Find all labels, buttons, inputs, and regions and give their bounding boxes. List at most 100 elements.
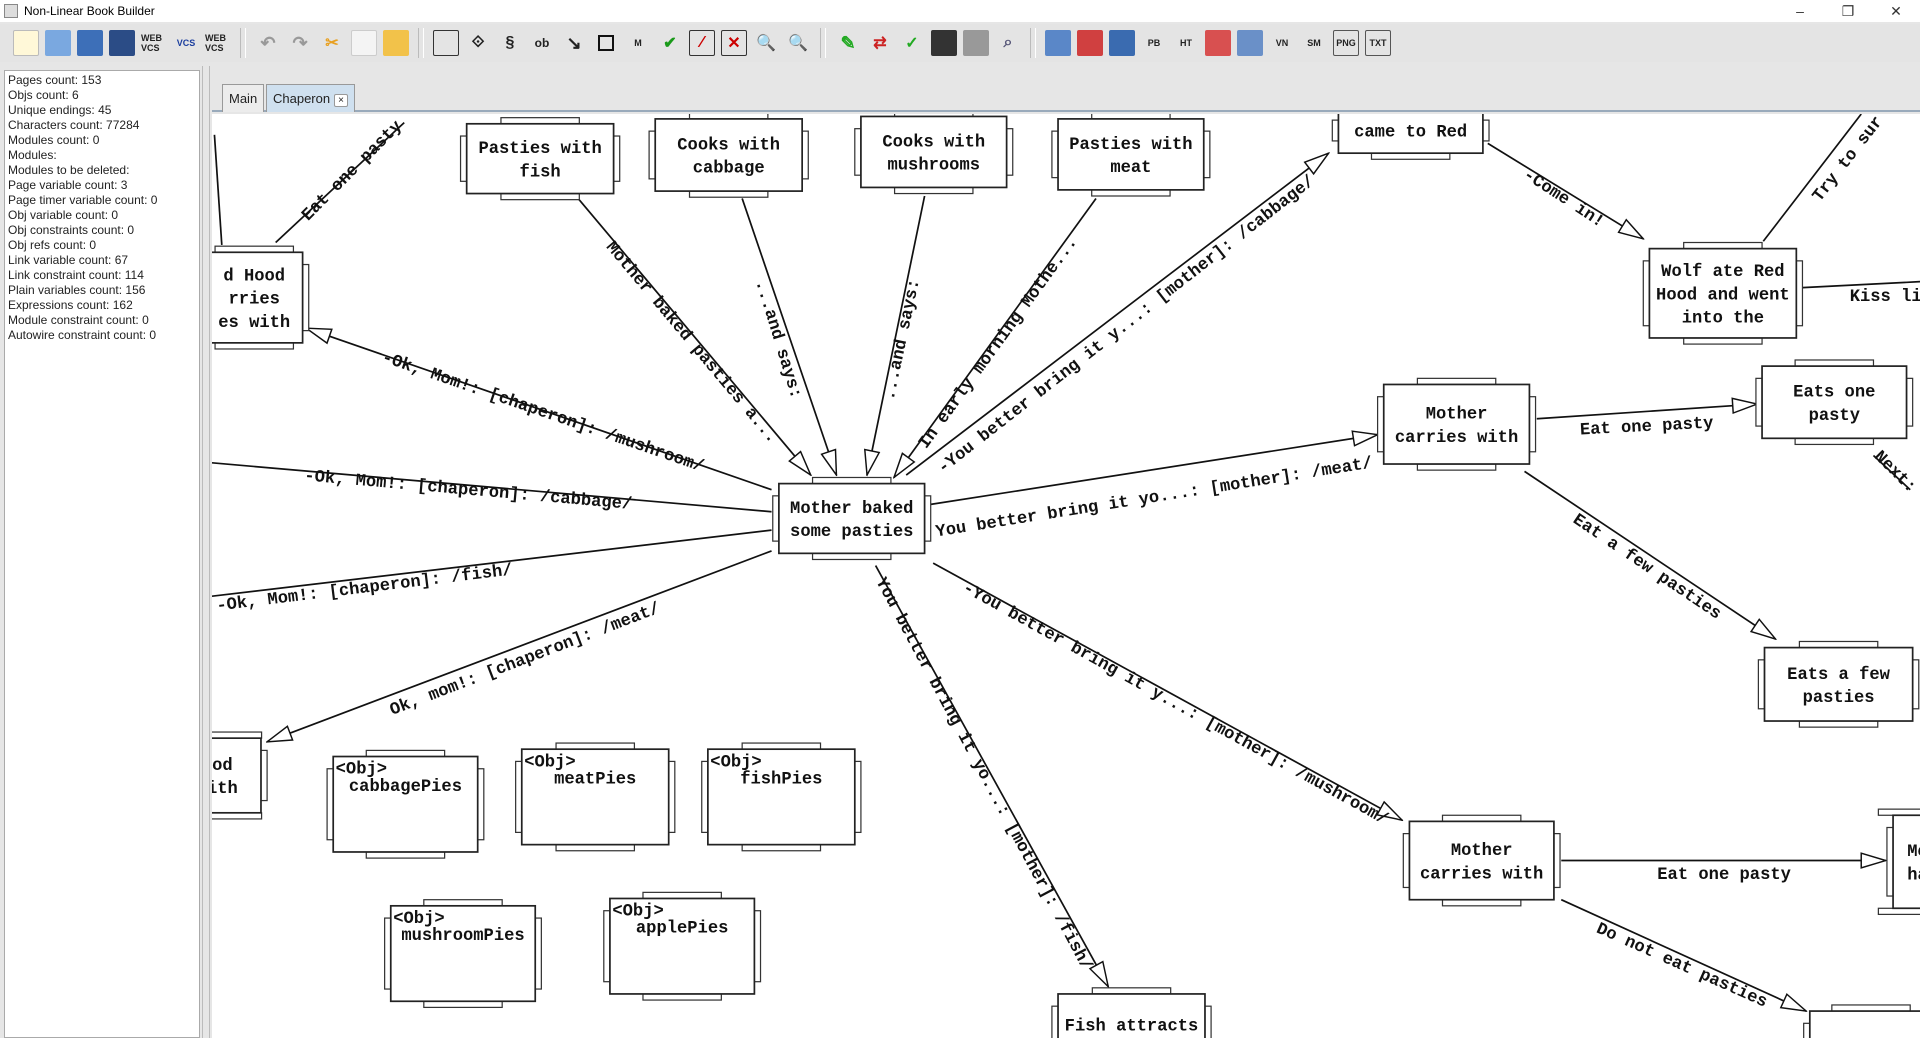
edit-icon[interactable]: ∕: [689, 30, 715, 56]
link-edge[interactable]: -Ok, Mom!: [chaperon]: /fish/: [212, 529, 772, 617]
link-line[interactable]: [275, 121, 405, 244]
obj-node[interactable]: <Obj>fishPies: [701, 742, 862, 852]
page-icon[interactable]: [433, 30, 459, 56]
link-label[interactable]: Next:: [1869, 448, 1919, 498]
link-label[interactable]: -Ok, Mom!: [chaperon]: /mushroom/: [379, 349, 706, 477]
page-node[interactable]: [1803, 1004, 1920, 1038]
undo-icon[interactable]: ↶: [260, 32, 276, 53]
minimize-button[interactable]: –: [1796, 3, 1804, 19]
link-line[interactable]: [267, 550, 772, 742]
export-sm-button[interactable]: SM: [1301, 30, 1327, 56]
link-label[interactable]: You better bring it yo...: [mother]: /me…: [934, 455, 1374, 543]
web-vcs-button[interactable]: WEB VCS: [141, 30, 167, 56]
link-label[interactable]: Do not eat pasties: [1593, 920, 1770, 1013]
link-edge[interactable]: Eat one pasty: [1536, 404, 1757, 440]
link-label[interactable]: -Come in!: [1519, 166, 1607, 232]
link-edge[interactable]: You better bring it yo...: [mother]: /fi…: [871, 565, 1109, 987]
export-pb-button[interactable]: PB: [1141, 30, 1167, 56]
link-label[interactable]: ...and says:: [881, 277, 925, 402]
export-txt-button[interactable]: TXT: [1365, 30, 1391, 56]
paste-icon[interactable]: [383, 30, 409, 56]
tab-main[interactable]: Main: [222, 84, 265, 112]
link-line[interactable]: [894, 197, 1097, 477]
link-label[interactable]: Eat a few pasties: [1569, 511, 1725, 624]
vcs-button[interactable]: VCS: [173, 30, 199, 56]
link-line[interactable]: [213, 134, 223, 246]
link-line[interactable]: [212, 529, 772, 598]
module-icon[interactable]: M: [634, 38, 642, 48]
obj-node[interactable]: <Obj>cabbagePies: [326, 749, 485, 859]
tab-chaperon[interactable]: Chaperon×: [266, 84, 355, 112]
settings-icon[interactable]: [963, 30, 989, 56]
obj-node[interactable]: <Obj>mushroomPies: [384, 899, 542, 1009]
link-line[interactable]: [867, 195, 926, 475]
link-edge[interactable]: Eat one pasty: [1561, 861, 1885, 885]
export-game-icon[interactable]: [1205, 30, 1231, 56]
obj-icon[interactable]: ob: [534, 36, 550, 50]
zoom-out-icon[interactable]: 🔍: [788, 35, 808, 52]
link-label[interactable]: Mother baked pasties a...: [601, 239, 781, 448]
link-edge[interactable]: ...and says:: [867, 195, 926, 475]
open-icon[interactable]: [45, 30, 71, 56]
link-line[interactable]: [577, 197, 811, 475]
page-node[interactable]: Moha: [1877, 808, 1920, 916]
link-edge[interactable]: Kiss li: [1799, 280, 1920, 308]
link-label[interactable]: Kiss li: [1850, 288, 1920, 307]
link-edge[interactable]: Ok, mom!: [chaperon]: /meat/: [267, 550, 772, 742]
link-edge[interactable]: Try to sur: [1762, 114, 1888, 242]
validate-icon[interactable]: ✔: [663, 35, 677, 52]
pen-icon[interactable]: ✎: [840, 32, 856, 53]
link-line[interactable]: [874, 565, 1109, 987]
link-label[interactable]: ...and says:: [750, 278, 804, 401]
restore-button[interactable]: ❐: [1841, 3, 1855, 19]
obj-node[interactable]: <Obj>applePies: [603, 891, 762, 1001]
delete-icon[interactable]: ✕: [721, 30, 747, 56]
zoom-in-icon[interactable]: 🔍: [756, 35, 776, 52]
link-edge[interactable]: Next:: [1869, 448, 1919, 498]
link-edge[interactable]: You better bring it yo...: [mother]: /me…: [930, 435, 1378, 543]
export-png-button[interactable]: PNG: [1333, 30, 1359, 56]
link-line[interactable]: [930, 435, 1378, 506]
link-line[interactable]: [306, 328, 772, 491]
link-label[interactable]: -You better bring it y...: [mother]: /mu…: [959, 579, 1391, 830]
spellcheck-icon[interactable]: ✓: [905, 35, 919, 52]
cut-icon[interactable]: ✂: [325, 35, 339, 52]
link-label[interactable]: Eat one pasty: [1580, 414, 1714, 440]
link-line[interactable]: [1560, 898, 1806, 1011]
link-edge[interactable]: -You better bring it y...: [mother]: /ca…: [905, 153, 1328, 478]
export-vn-button[interactable]: VN: [1269, 30, 1295, 56]
link-line[interactable]: [932, 562, 1402, 820]
link-line[interactable]: [1487, 142, 1643, 238]
redo-icon[interactable]: ↷: [292, 32, 308, 53]
link-label[interactable]: -You better bring it y...: [mother]: /ca…: [935, 172, 1319, 478]
rectangle-icon[interactable]: [593, 30, 619, 56]
link-label[interactable]: -Ok, Mom!: [chaperon]: /cabbage/: [304, 467, 633, 515]
save-icon[interactable]: [77, 30, 103, 56]
export-blue-icon[interactable]: [1109, 30, 1135, 56]
splitter-handle[interactable]: [202, 66, 210, 1038]
properties-icon[interactable]: [931, 30, 957, 56]
new-file-icon[interactable]: [13, 30, 39, 56]
link-edge[interactable]: -Come in!: [1487, 142, 1643, 238]
link-line[interactable]: [1524, 470, 1776, 639]
save-as-icon[interactable]: [109, 30, 135, 56]
page-node[interactable]: came to Red: [1331, 114, 1490, 160]
link-line[interactable]: [1799, 280, 1920, 289]
find-icon[interactable]: ⌕: [1003, 34, 1013, 51]
link-line[interactable]: [1872, 454, 1911, 491]
web-vcs-2-button[interactable]: WEB VCS: [205, 30, 231, 56]
link-line[interactable]: [741, 198, 836, 475]
script-icon[interactable]: §: [505, 34, 515, 51]
link-edge[interactable]: Eat a few pasties: [1524, 470, 1776, 639]
